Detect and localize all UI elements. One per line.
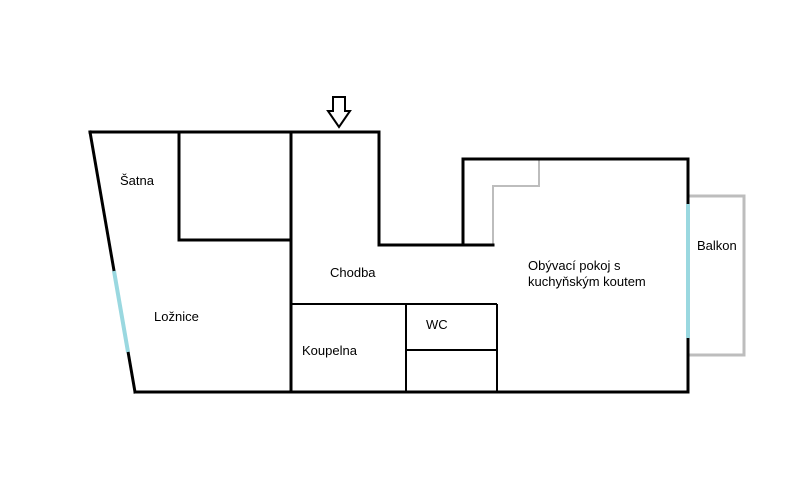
room-label-wc: WC (426, 317, 448, 332)
kitchen-counter (492, 159, 540, 245)
interior-walls (177, 130, 465, 394)
room-label-satna: Šatna (120, 173, 154, 188)
room-label-loznice: Ložnice (154, 309, 199, 324)
balcony-outline (686, 194, 746, 357)
bathroom-walls (291, 303, 498, 392)
arrow-down-icon (326, 96, 352, 129)
room-label-obyvaci-line2: kuchyňským koutem (528, 274, 646, 289)
bedroom-window (112, 270, 130, 353)
room-label-koupelna: Koupelna (302, 343, 357, 358)
wall-left-slanted (88, 130, 137, 394)
room-label-balkon: Balkon (697, 238, 737, 253)
room-label-chodba: Chodba (330, 265, 376, 280)
room-label-obyvaci-line1: Obývací pokoj s (528, 258, 621, 273)
